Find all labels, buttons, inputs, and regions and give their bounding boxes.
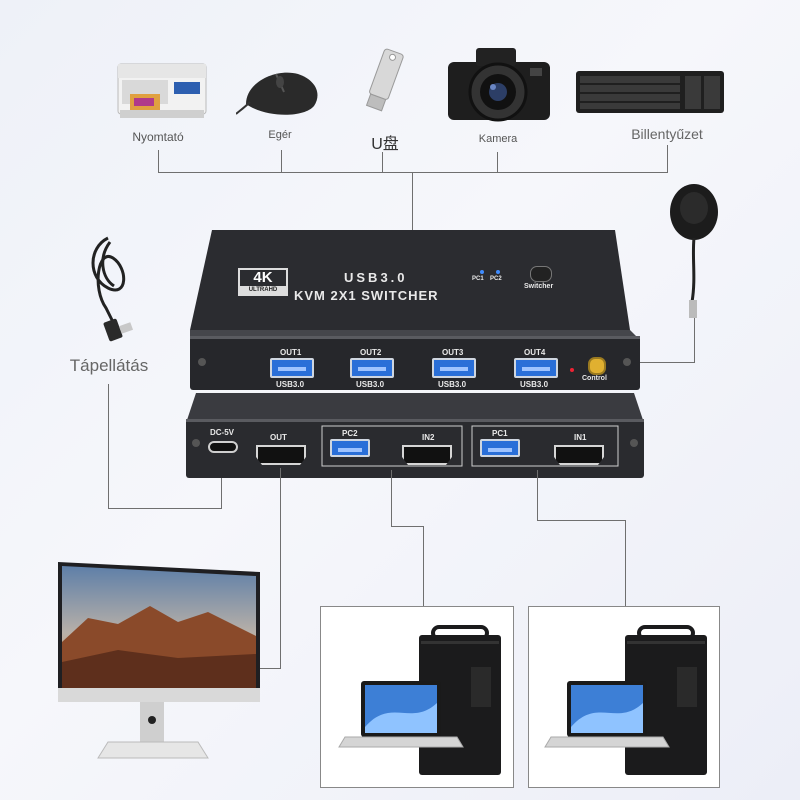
mouse-icon — [235, 64, 326, 120]
keyboard-label: Billentyűzet — [631, 126, 703, 142]
control-label: Control — [582, 375, 607, 382]
kvm-device-front: 4K ULTRAHD USB3.0 KVM 2X1 SWITCHER PC1 P… — [190, 230, 640, 390]
out2-label: OUT2 — [360, 348, 382, 357]
monitor-icon — [58, 562, 263, 762]
printer-label: Nyomtató — [132, 130, 184, 144]
remote-line-horizontal — [604, 362, 695, 363]
out2-sub: USB3.0 — [356, 380, 385, 389]
out3-sub: USB3.0 — [438, 380, 467, 389]
pc1-frame — [528, 606, 720, 788]
remote-line-vertical — [694, 318, 695, 362]
status-led — [570, 368, 574, 372]
camera-label: Kamera — [478, 133, 518, 145]
led-pc2 — [496, 270, 500, 274]
switcher-button[interactable] — [530, 266, 552, 282]
mouse-drop-line — [281, 150, 282, 172]
pc2-usb-port[interactable] — [330, 439, 370, 457]
in2-label: IN2 — [422, 433, 435, 442]
led-pc1-label: PC1 — [472, 276, 484, 282]
camera-drop-line — [497, 152, 498, 172]
out1-usb-port[interactable] — [270, 358, 314, 378]
peripheral-bus-line — [158, 172, 668, 173]
out2-usb-port[interactable] — [350, 358, 394, 378]
monitor-line-horizontal — [258, 668, 281, 669]
pc2-line-down — [423, 526, 424, 606]
badge-4k-text: 4K — [253, 269, 273, 286]
pc2-line-horizontal — [391, 526, 424, 527]
dc-port[interactable] — [208, 441, 238, 453]
in1-hdmi-port[interactable] — [554, 445, 604, 465]
pc2-computer-icon — [338, 625, 501, 775]
led-pc2-label: PC2 — [490, 276, 502, 282]
pc2-label: PC2 — [342, 429, 358, 438]
usb-drive-icon — [355, 42, 415, 114]
hdmi-out-label: OUT — [270, 433, 287, 442]
pc2-frame — [320, 606, 514, 788]
pc1-usb-port[interactable] — [480, 439, 520, 457]
out1-label: OUT1 — [280, 348, 302, 357]
badge-ultrahd-text: ULTRAHD — [240, 286, 286, 294]
control-jack[interactable] — [588, 357, 606, 375]
monitor-line-vertical — [280, 468, 281, 668]
led-pc1 — [480, 270, 484, 274]
power-line-up — [221, 462, 222, 508]
power-line-horizontal — [108, 508, 222, 509]
out1-sub: USB3.0 — [276, 380, 305, 389]
printer-icon — [112, 60, 212, 122]
pc1-computer-icon — [544, 625, 707, 775]
mouse-label: Egér — [268, 129, 292, 141]
device-title-line1: USB3.0 — [344, 270, 408, 285]
remote-button-icon[interactable] — [664, 182, 724, 322]
out4-label: OUT4 — [524, 348, 546, 357]
in1-label: IN1 — [574, 433, 587, 442]
pc1-label: PC1 — [492, 429, 508, 438]
out3-label: OUT3 — [442, 348, 464, 357]
power-line-vertical — [108, 384, 109, 508]
in2-hdmi-port[interactable] — [402, 445, 452, 465]
hdmi-out-port[interactable] — [256, 445, 306, 465]
bus-to-device-line — [412, 172, 413, 230]
switcher-label: Switcher — [524, 283, 554, 290]
pc1-line-down — [625, 520, 626, 606]
printer-drop-line — [158, 150, 159, 172]
out4-sub: USB3.0 — [520, 380, 549, 389]
keyboard-icon — [575, 70, 725, 114]
power-cable-icon — [78, 228, 148, 348]
device-title-line2: KVM 2X1 SWITCHER — [294, 288, 439, 303]
kvm-device-rear: DC-5V OUT PC2 IN2 PC1 IN1 — [186, 393, 644, 478]
keyboard-drop-line — [667, 145, 668, 172]
out3-usb-port[interactable] — [432, 358, 476, 378]
pc1-line-horizontal — [537, 520, 626, 521]
usb-label: U盘 — [371, 136, 399, 153]
badge-4k: 4K ULTRAHD — [238, 268, 288, 296]
camera-icon — [446, 42, 552, 124]
pc2-line-vertical — [391, 470, 392, 526]
dc-label: DC-5V — [210, 428, 235, 437]
pc1-line-vertical — [537, 470, 538, 520]
power-label: Tápellátás — [69, 356, 149, 375]
usb-drop-line — [382, 152, 383, 172]
out4-usb-port[interactable] — [514, 358, 558, 378]
